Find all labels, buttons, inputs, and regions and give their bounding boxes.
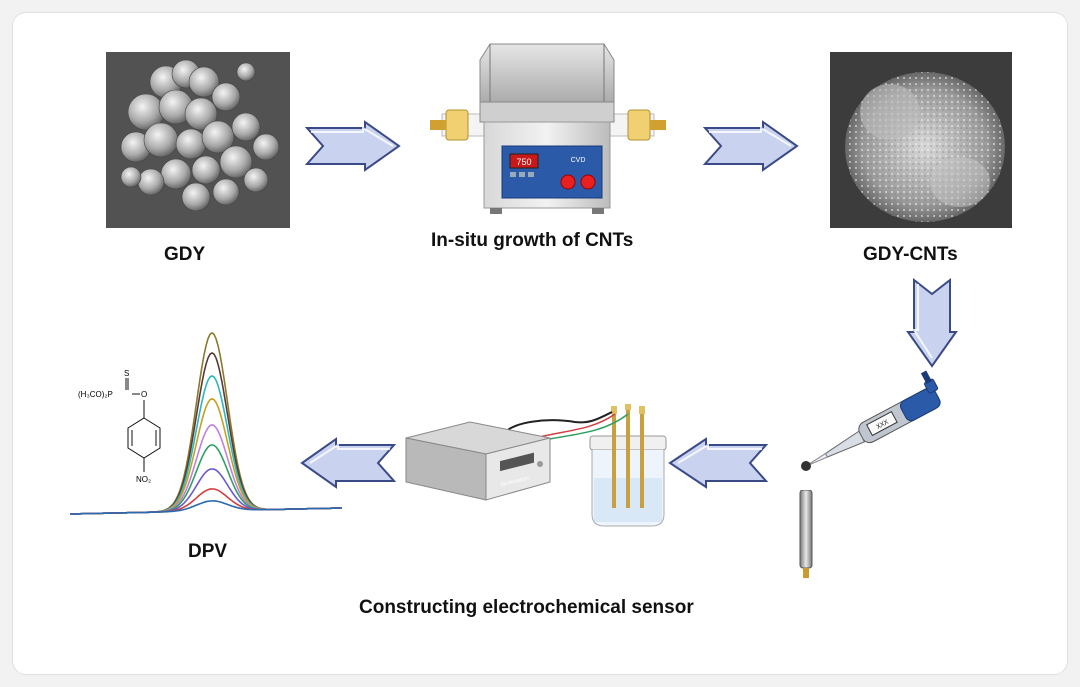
dpv-curve — [70, 374, 342, 515]
nitro-group: NO₂ — [136, 475, 151, 484]
cvd-label: CVD — [571, 157, 586, 164]
electrochemical-workstation: Workstation — [405, 411, 629, 501]
label-gdy-cnts: GDY-CNTs — [863, 244, 958, 265]
dpv-curve — [70, 331, 342, 515]
arrow-right-2 — [703, 120, 799, 172]
label-dpv: DPV — [188, 541, 228, 562]
dpv-curve — [70, 424, 342, 515]
gdy-cnts-sem-image — [830, 52, 1012, 228]
electrochemical-cell — [589, 404, 667, 527]
arrow-down — [906, 278, 958, 368]
red-button-left — [560, 174, 576, 190]
dpv-curve — [70, 500, 342, 515]
dpv-curve — [70, 398, 342, 515]
droplet — [801, 461, 811, 471]
label-gdy: GDY — [164, 244, 206, 265]
phosphorus-group: (H₃CO)₂P — [78, 390, 113, 399]
dpv-curves — [70, 331, 342, 515]
red-button-right — [580, 174, 596, 190]
label-insitu-growth: In-situ growth of CNTs — [431, 230, 634, 251]
gdy-sem-image — [106, 52, 290, 228]
temperature-value: 750 — [516, 157, 531, 167]
temperature-display — [509, 153, 539, 169]
dpv-curve — [70, 444, 342, 515]
cvd-furnace: 750 CVD — [430, 43, 666, 214]
arrow-right-1 — [305, 120, 401, 172]
electrode — [799, 490, 813, 578]
arrow-left-1 — [668, 437, 768, 489]
arrow-left-2 — [300, 437, 396, 489]
pipette: XXX — [801, 370, 941, 471]
oxygen-atom: O — [141, 390, 147, 399]
sulfur-atom: S — [124, 369, 129, 378]
label-constructing-sensor: Constructing electrochemical sensor — [359, 597, 694, 618]
parathion-structure: S (H₃CO)₂P O NO₂ — [78, 369, 161, 484]
